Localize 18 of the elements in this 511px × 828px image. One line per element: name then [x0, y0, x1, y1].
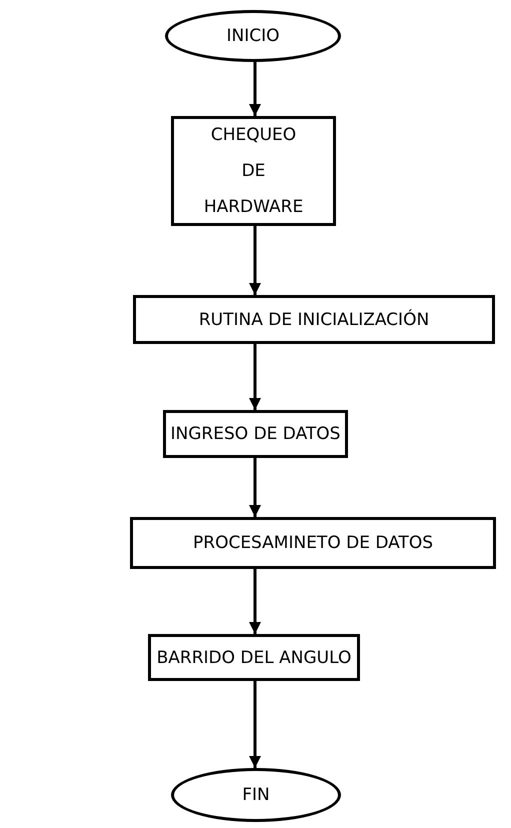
arrow	[249, 569, 261, 634]
process-box	[133, 295, 495, 344]
arrow	[249, 681, 261, 768]
box-label: RUTINA DE INICIALIZACIÓN	[198, 308, 430, 332]
box-label: FIN	[242, 784, 270, 807]
box-label: INGRESO DE DATOS	[170, 423, 340, 446]
process-box	[171, 116, 336, 226]
box-label: PROCESAMINETO DE DATOS	[193, 532, 433, 555]
process-box	[163, 410, 348, 458]
box-label: INICIO	[226, 25, 280, 48]
arrow	[249, 458, 261, 517]
arrow	[249, 62, 261, 116]
process-box	[148, 634, 360, 681]
arrow	[249, 226, 261, 295]
box-label: BARRIDO DEL ANGULO	[156, 646, 352, 670]
box-label: CHEQUEO DE HARDWARE	[202, 124, 304, 219]
arrow	[249, 344, 261, 410]
process-box	[130, 517, 496, 569]
